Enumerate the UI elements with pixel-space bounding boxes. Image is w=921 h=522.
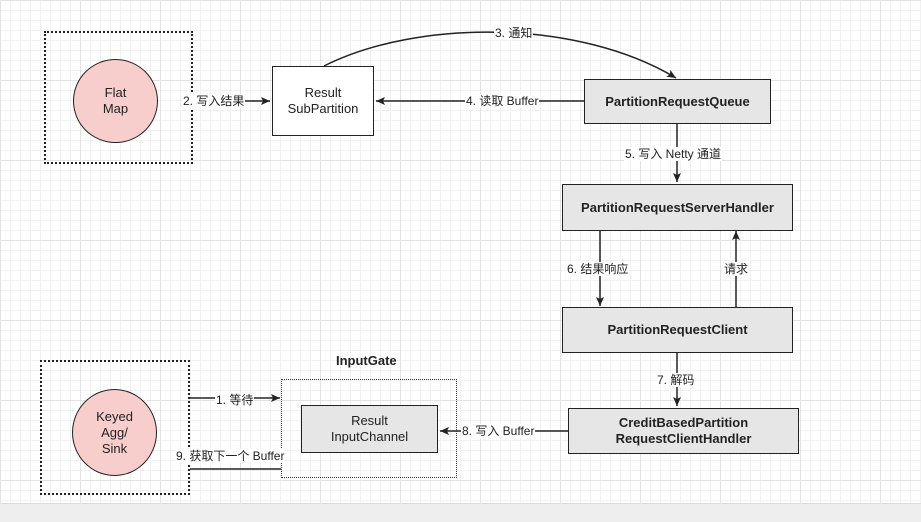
label-write-netty: 5. 写入 Netty 通道 — [624, 147, 723, 161]
label-write-buffer: 8. 写入 Buffer — [461, 424, 536, 438]
partition-request-queue-node: PartitionRequestQueue — [584, 79, 771, 124]
input-gate-title: InputGate — [336, 353, 397, 368]
label-decode: 7. 解码 — [656, 373, 696, 387]
result-input-channel-node: Result InputChannel — [301, 405, 438, 453]
label-write-result: 2. 写入结果 — [182, 94, 246, 108]
input-gate-container — [281, 379, 457, 478]
label-notify: 3. 通知 — [494, 26, 534, 40]
keyed-agg-sink-node: Keyed Agg/ Sink — [72, 389, 157, 476]
result-subpartition-node: Result SubPartition — [272, 66, 374, 136]
partition-request-client-node: PartitionRequestClient — [562, 307, 793, 353]
credit-based-handler-node: CreditBasedPartition RequestClientHandle… — [568, 408, 799, 454]
canvas-bottom-bar — [0, 503, 921, 522]
flat-map-node: Flat Map — [73, 59, 158, 143]
label-get-next-buffer: 9. 获取下一个 Buffer — [175, 449, 286, 463]
keyed-operator-container — [40, 360, 190, 495]
label-request: 请求 — [723, 262, 750, 276]
label-result-response: 6. 结果响应 — [566, 262, 630, 276]
label-read-buffer: 4. 读取 Buffer — [465, 94, 540, 108]
partition-request-server-handler-node: PartitionRequestServerHandler — [562, 184, 793, 231]
label-wait: 1. 等待 — [215, 393, 255, 407]
